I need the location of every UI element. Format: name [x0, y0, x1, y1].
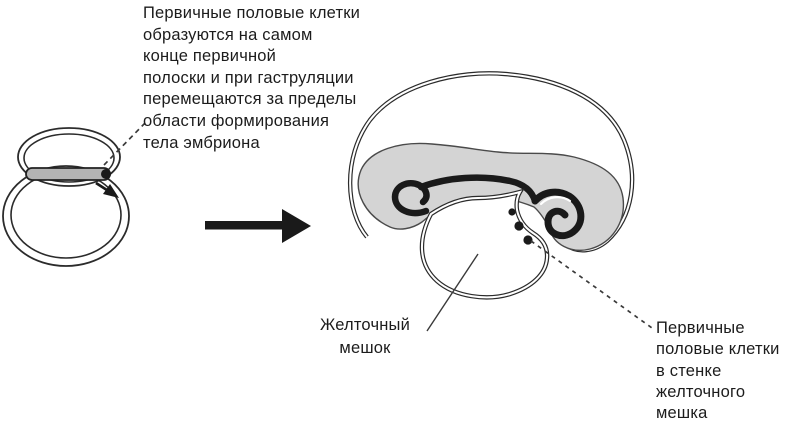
- tail-fold-spiral: [531, 188, 585, 240]
- annotation-line: полоски и при гаструляции: [143, 68, 354, 87]
- transition-arrow-icon: [205, 209, 311, 243]
- germ-cells-label-line: Первичные: [656, 319, 745, 337]
- leader-solid-yolk-sac: [426, 253, 479, 332]
- migration-arrow-icon: [95, 181, 119, 198]
- germ-cell-dots-right: [508, 208, 533, 245]
- annotation-line: области формирования: [143, 111, 330, 130]
- primitive-streak-bar: [25, 167, 111, 181]
- endoderm-fold-line: [391, 174, 539, 217]
- annotation-line: конце первичной: [143, 47, 277, 66]
- leader-dashed-left: [103, 120, 148, 166]
- yolk-sac-label-line: мешок: [339, 339, 391, 357]
- right-embryo-drawing: [347, 71, 635, 300]
- annotation-line: Первичные половые клетки: [143, 4, 361, 22]
- germ-cells-label-line: мешка: [656, 404, 708, 423]
- yolk-sac-stalk: [419, 188, 550, 300]
- germ-cells-label-line: в стенке: [656, 361, 722, 380]
- annotation-line: тела эмбриона: [143, 133, 260, 152]
- left-embryo-yolk-inner: [10, 171, 122, 259]
- annotation-line: перемещаются за пределы: [143, 90, 357, 109]
- yolk-sac-label: Желточный мешок: [300, 314, 430, 360]
- left-embryo-amnion-inner: [23, 133, 115, 183]
- yolk-sac-label-line: Желточный: [319, 316, 411, 334]
- germ-cells-label-line: желточного: [656, 382, 746, 401]
- top-annotation-text: Первичные половые клетки образуются на с…: [143, 3, 360, 154]
- left-embryo-drawing: [2, 120, 148, 267]
- germ-cell-dot-left: [101, 169, 111, 179]
- annotation-line: образуются на самом: [143, 25, 313, 44]
- germ-cells-label-line: половые клетки: [656, 340, 780, 359]
- left-embryo-amnion-outer: [17, 127, 121, 187]
- germ-cells-label: Первичные половые клетки в стенке желточ…: [656, 318, 780, 424]
- left-embryo-yolk-outer: [2, 165, 130, 267]
